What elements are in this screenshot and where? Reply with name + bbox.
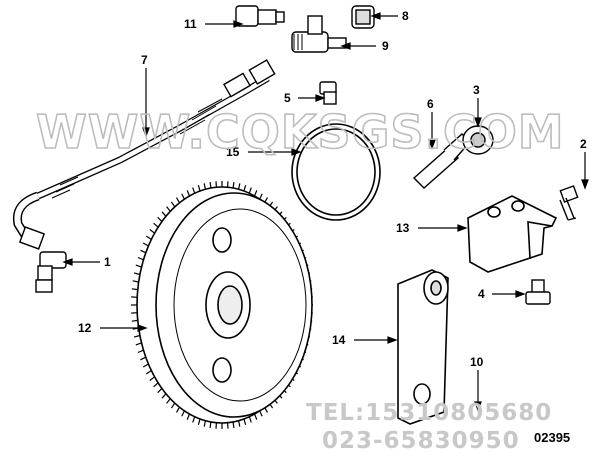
bracket-13 xyxy=(467,195,558,273)
gear-tooth xyxy=(203,420,206,427)
gear-tooth xyxy=(142,363,149,368)
support-bar-14 xyxy=(397,269,449,425)
fuel-tube xyxy=(12,59,276,250)
gear-tooth xyxy=(192,187,196,194)
gear-tooth xyxy=(232,421,235,428)
gear-tooth xyxy=(133,334,141,338)
gear-tooth xyxy=(161,393,167,399)
gear-tooth xyxy=(161,211,167,217)
gear-tooth xyxy=(137,256,144,261)
connector-11 xyxy=(235,5,285,27)
callout-12: 12 xyxy=(78,321,92,335)
gear-tooth xyxy=(209,421,212,428)
gear-tooth xyxy=(232,182,235,189)
gear-tooth xyxy=(238,183,241,190)
callout-9: 9 xyxy=(382,39,389,53)
callout-14: 14 xyxy=(332,333,346,347)
callout-4: 4 xyxy=(478,287,485,301)
watermark-phone: 023-65830950 xyxy=(322,428,520,454)
gear-tooth xyxy=(238,420,241,427)
gear-tooth xyxy=(153,382,159,388)
watermark-site: WWW.CQKSGS.COM xyxy=(36,105,565,159)
gear-tooth xyxy=(186,413,191,420)
gear-tooth xyxy=(145,370,152,375)
gear-tooth xyxy=(197,418,201,425)
drawing-code: 02395 xyxy=(534,430,570,445)
gear-tooth xyxy=(203,183,206,190)
gear-tooth xyxy=(131,288,138,291)
gear-tooth xyxy=(166,206,171,212)
gear-tooth xyxy=(175,406,181,413)
gear-tooth xyxy=(186,190,191,197)
gear-tooth xyxy=(142,242,149,247)
gear-tooth xyxy=(248,187,252,194)
gear-tooth xyxy=(133,272,141,276)
gear-tooth xyxy=(140,249,147,254)
gear-tooth xyxy=(135,342,142,346)
callout-13: 13 xyxy=(396,221,410,235)
tee-fitting-9 xyxy=(291,15,347,53)
gear-tooth xyxy=(175,197,181,204)
watermark-tel: TEL:15310805680 xyxy=(306,400,552,426)
gear-tooth xyxy=(153,222,159,228)
callout-labels: 11 8 9 7 5 3 6 15 2 13 1 4 12 14 10 xyxy=(78,9,587,369)
seal-ring xyxy=(291,123,381,221)
gear-tooth xyxy=(181,193,185,200)
gear-tooth xyxy=(259,410,263,417)
nut-8 xyxy=(351,5,375,29)
callout-5: 5 xyxy=(284,91,291,105)
callout-8: 8 xyxy=(402,9,409,23)
gear-tooth xyxy=(197,185,201,192)
gear-tooth xyxy=(132,280,139,283)
gear-tooth xyxy=(131,319,138,322)
gear-tooth xyxy=(209,182,212,189)
callout-2: 2 xyxy=(580,137,587,151)
plug-5 xyxy=(319,81,337,105)
callout-7: 7 xyxy=(141,53,148,67)
gear-tooth xyxy=(140,356,147,361)
gear-tooth xyxy=(181,410,185,417)
gear-tooth xyxy=(170,201,176,208)
gear-tooth xyxy=(149,229,155,234)
callout-11: 11 xyxy=(184,17,197,31)
bolt-4 xyxy=(525,279,551,305)
gear-tooth xyxy=(243,185,247,192)
gear-tooth xyxy=(135,264,142,268)
gear-tooth xyxy=(170,402,176,409)
callout-10: 10 xyxy=(470,355,484,369)
elbow-fitting xyxy=(35,251,67,293)
gear-tooth xyxy=(145,235,152,240)
washer-3 xyxy=(462,125,494,155)
gear-tooth xyxy=(157,387,163,394)
gear-tooth xyxy=(192,416,196,423)
gear-tooth xyxy=(248,416,252,423)
leader-lines xyxy=(62,12,589,412)
gear-tooth xyxy=(157,216,163,223)
gear-tooth xyxy=(243,418,247,425)
gear-tooth xyxy=(137,349,144,354)
gear-tooth xyxy=(259,193,263,200)
gear-tooth xyxy=(253,190,258,197)
callout-1: 1 xyxy=(104,255,111,269)
gear-tooth xyxy=(253,413,258,420)
gear-tooth xyxy=(166,398,171,404)
callout-15: 15 xyxy=(226,145,240,159)
callout-6: 6 xyxy=(427,97,434,111)
callout-3: 3 xyxy=(473,83,480,97)
ring-gear xyxy=(131,181,313,429)
bolt-2 xyxy=(559,185,579,221)
gear-tooth xyxy=(149,376,155,381)
